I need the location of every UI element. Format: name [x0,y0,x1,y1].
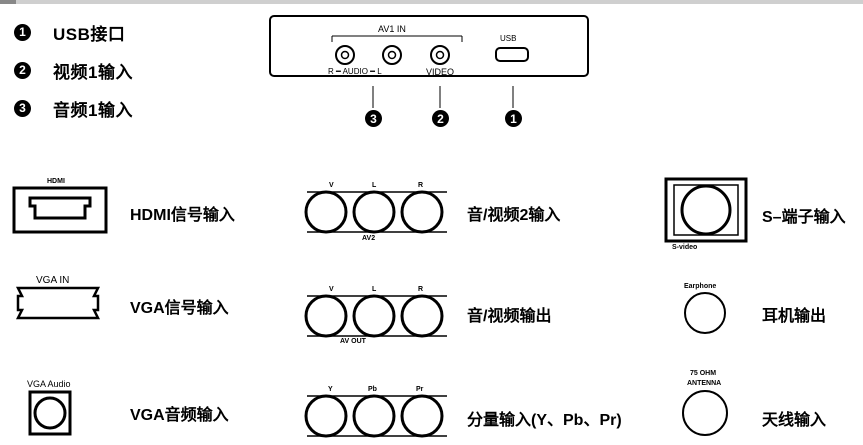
callout-badge-2: 2 [432,110,449,127]
svideo-port-icon [664,177,748,243]
top-border-marker [0,0,16,4]
antenna-jack-icon [682,390,728,436]
avout-label: 音/视频输出 [467,308,552,325]
svideo-tag: S-video [672,244,698,251]
av2-sub-label: AV2 [362,235,376,242]
antenna-tag-name: ANTENNA [687,380,722,387]
avout-jack-group [304,294,447,338]
antenna-tag-ohm: 75 OHM [690,370,717,377]
component-tag-pr: Pr [416,386,424,393]
component-input-label: 分量输入(Y、Pb、Pr) [467,412,622,429]
callout-badge-1: 1 [505,110,522,127]
vga-input-label: VGA信号输入 [130,300,229,317]
usb-label: USB [500,34,517,43]
legend-text: 视频1输入 [53,62,133,82]
legend-text: USB接口 [53,24,126,44]
legend-item-usb: 1 USB接口 [14,19,125,45]
svideo-input-label: S–端子输入 [762,209,846,226]
component-tag-pb: Pb [368,386,377,393]
legend-item-video1: 2 视频1输入 [14,57,133,83]
component-jack-group [304,394,447,438]
legend-number-badge: 1 [14,23,31,41]
avout-tag-l: L [372,286,377,293]
video-label: VIDEO [426,67,455,77]
hdmi-input-label: HDMI信号输入 [130,207,235,224]
earphone-output-label: 耳机输出 [762,308,827,325]
audio-l-jack-icon [382,45,402,65]
vga-audio-input-label: VGA音频输入 [130,407,229,424]
legend-item-audio1: 3 音频1输入 [14,95,133,121]
hdmi-tag: HDMI [47,178,65,185]
av1-in-label: AV1 IN [378,24,406,34]
av2-tag-r: R [418,182,424,189]
vga-in-tag: VGA IN [36,275,70,286]
avout-tag-v: V [329,286,334,293]
hdmi-port-frame [12,186,108,234]
av2-tag-v: V [329,182,334,189]
earphone-tag: Earphone [684,283,717,290]
usb-port-icon [495,47,529,62]
antenna-input-label: 天线输入 [762,412,827,429]
legend-number-badge: 2 [14,61,31,79]
legend-number-badge: 3 [14,99,31,117]
callout-badge-3: 3 [365,110,382,127]
earphone-jack-icon [684,292,726,334]
avout-tag-r: R [418,286,424,293]
audio-label: R ━ AUDIO ━ L [328,67,382,76]
side-panel-outline [269,15,589,77]
component-tag-y: Y [328,386,333,393]
legend-text: 音频1输入 [53,100,133,120]
video-jack-icon [430,45,450,65]
vga-port-icon [15,286,101,320]
hdmi-connector-icon [28,196,92,220]
av2-tag-l: L [372,182,377,189]
top-border [0,0,863,4]
av2-input-label: 音/视频2输入 [467,207,561,224]
vga-audio-port-icon [28,390,72,436]
avout-sub-label: AV OUT [340,338,366,345]
vga-audio-tag: VGA Audio [27,379,71,389]
audio-r-jack-icon [335,45,355,65]
av2-jack-group [304,190,447,234]
